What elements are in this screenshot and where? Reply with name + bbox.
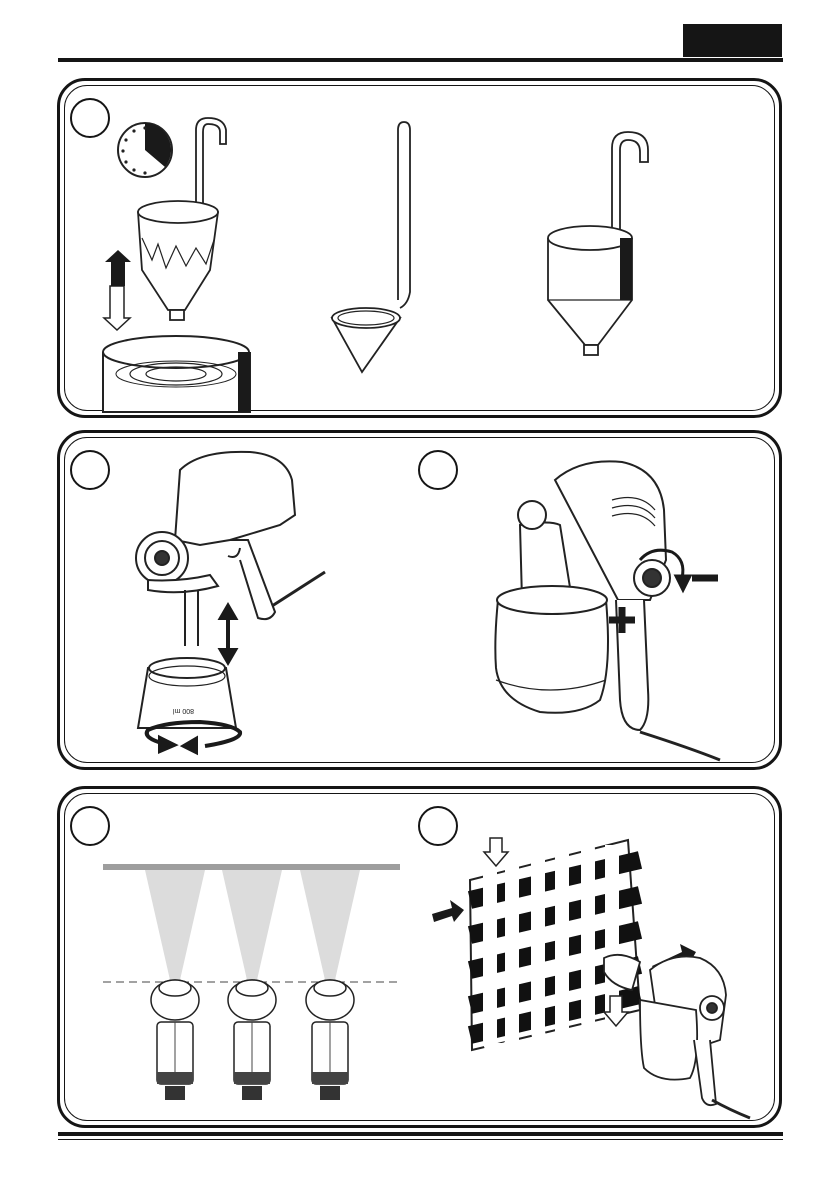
spray-gun-front-2 bbox=[228, 980, 276, 1100]
spray-cone-icon bbox=[145, 870, 360, 980]
timer-icon bbox=[118, 123, 172, 177]
container-icon: 800 ml bbox=[138, 658, 236, 728]
hook-cup-icon bbox=[548, 132, 648, 355]
up-down-arrow-icon bbox=[104, 250, 131, 330]
spray-gun-front-3 bbox=[306, 980, 354, 1100]
ladle-cup-icon bbox=[332, 122, 410, 372]
container-mark: 800 ml bbox=[173, 707, 194, 714]
spray-gun-icon-2 bbox=[604, 955, 750, 1118]
footer-rule bbox=[58, 1132, 783, 1136]
flow-dial-icon bbox=[495, 461, 720, 760]
target-surface bbox=[103, 864, 400, 870]
paint-can-icon bbox=[103, 336, 250, 412]
spray-gun-front-1 bbox=[151, 980, 199, 1100]
up-down-arrow-icon-2 bbox=[221, 606, 235, 662]
footer-rule-thin bbox=[58, 1139, 783, 1140]
